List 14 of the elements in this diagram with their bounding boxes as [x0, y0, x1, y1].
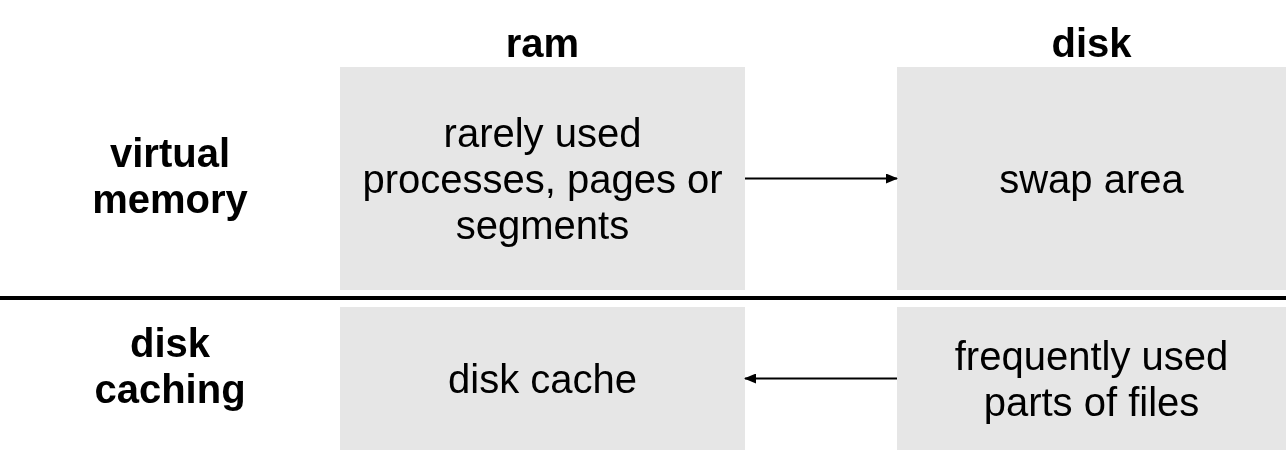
arrow [744, 373, 898, 384]
cell-text: frequently used parts of files [953, 332, 1230, 425]
cell-text: rarely used processes, pages or segments [361, 109, 724, 248]
memory-cell [897, 67, 1286, 290]
memory-cell [897, 307, 1286, 450]
column-header: disk [1050, 20, 1133, 66]
cell-text: swap area [999, 155, 1184, 202]
arrow [744, 173, 898, 184]
row-header: disk caching [93, 320, 247, 412]
column-header: ram [504, 20, 581, 66]
memory-cell [340, 307, 745, 450]
row-header: virtual memory [91, 130, 249, 222]
cell-text: disk cache [448, 355, 637, 402]
memory-cell [340, 67, 745, 290]
